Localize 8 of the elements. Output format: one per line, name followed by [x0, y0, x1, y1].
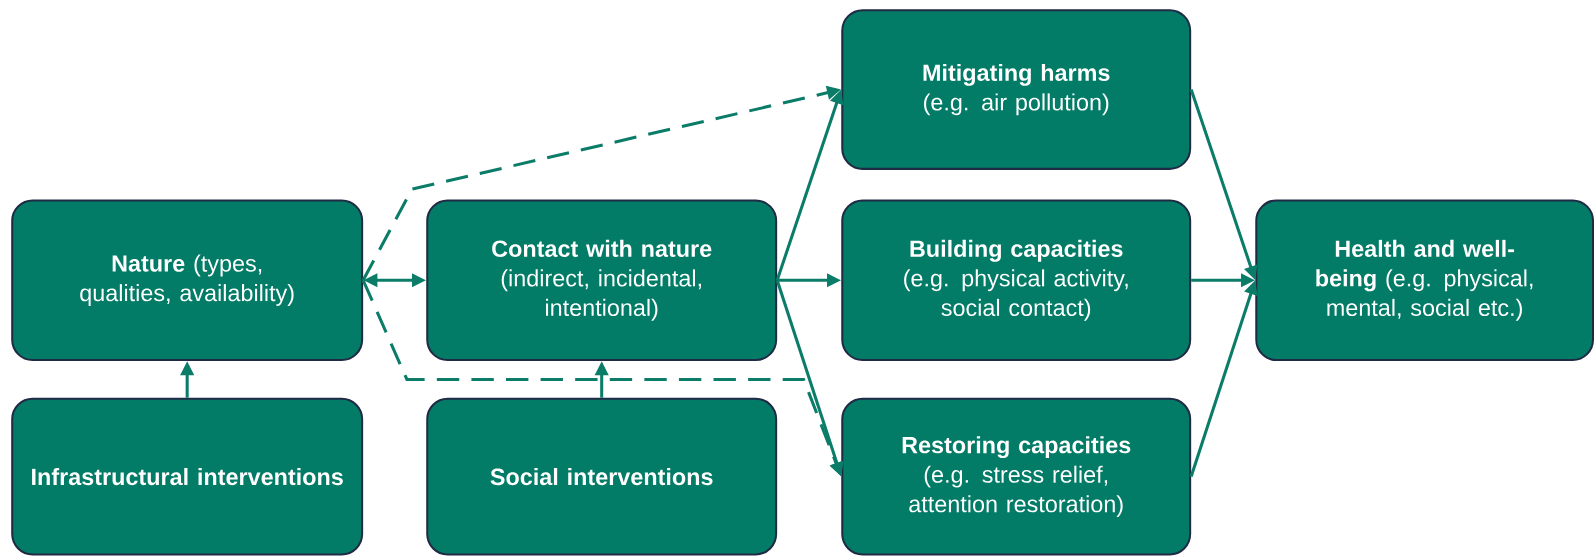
process-box: Mitigating harms (e.g. air pollution) — [841, 8, 1192, 170]
process-box: Building capacities (e.g. physical activity, social contact) — [841, 199, 1192, 361]
process-box: Contact with nature (indirect, incidental, intentional) — [426, 199, 778, 361]
process-box: Health and well-being (e.g. physical, mental, social etc.) — [1255, 199, 1594, 361]
process-box: Social interventions — [426, 397, 778, 556]
process-box: Infrastructural interventions — [11, 397, 364, 556]
process-box: Nature (types, qualities, availability) — [11, 199, 364, 361]
process-box: Restoring capacities (e.g. stress relief, attention restoration) — [841, 397, 1192, 556]
